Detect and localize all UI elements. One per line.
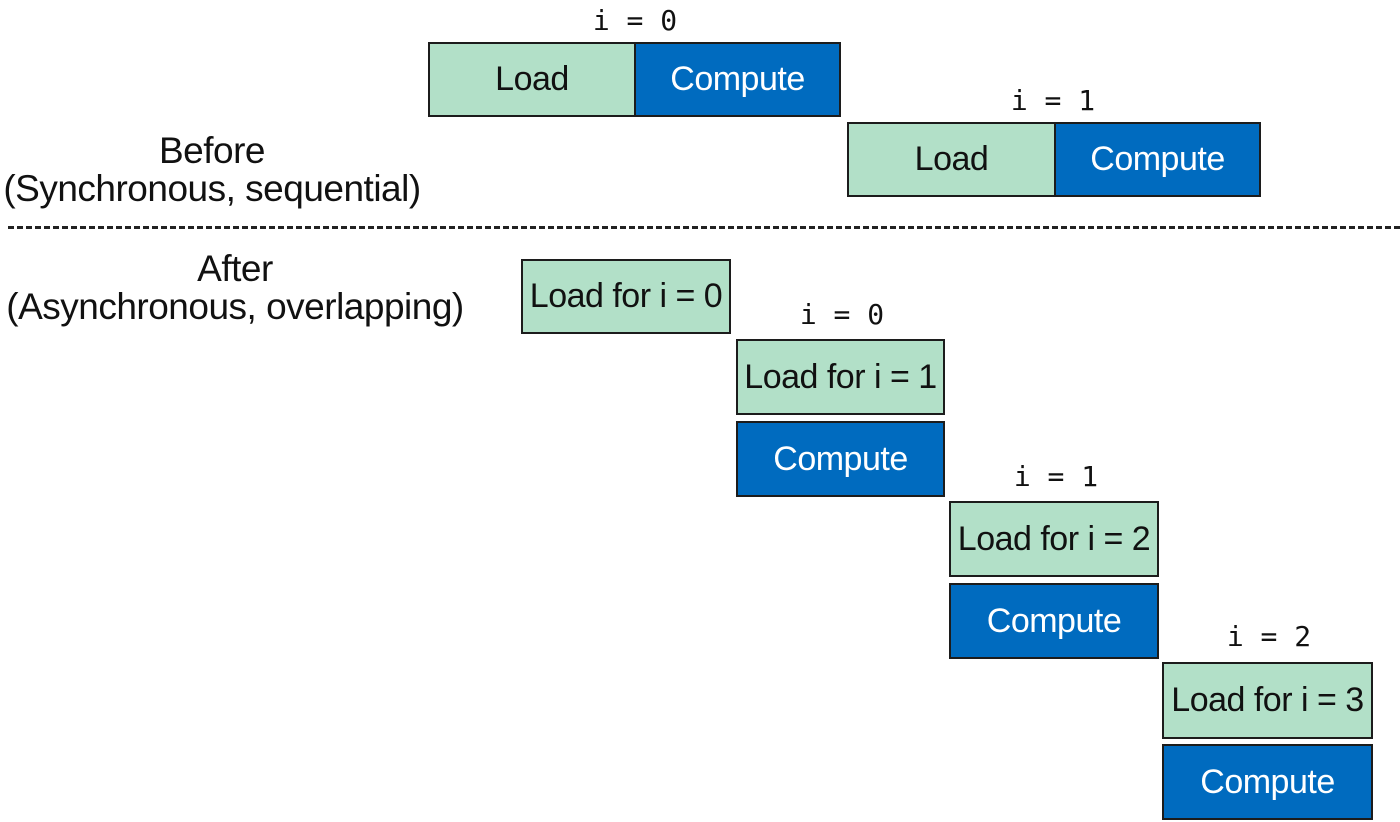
- after-iteration-0-label: i = 0: [799, 298, 885, 331]
- before-section-label: Before (Synchronous, sequential): [0, 132, 424, 208]
- after-compute-box-0: Compute: [736, 421, 945, 497]
- before-iteration-0-label: i = 0: [592, 4, 678, 37]
- after-load-box-2: Load for i = 3: [1162, 662, 1373, 739]
- before-compute-box-0: Compute: [634, 42, 841, 117]
- section-divider: [8, 226, 1400, 229]
- after-subtitle: (Asynchronous, overlapping): [6, 286, 464, 327]
- after-iteration-1-label: i = 1: [1013, 460, 1099, 493]
- before-subtitle: (Synchronous, sequential): [3, 168, 421, 209]
- after-iteration-2-label: i = 2: [1226, 620, 1312, 653]
- after-load-box-0: Load for i = 1: [736, 339, 945, 415]
- before-compute-box-1: Compute: [1054, 122, 1261, 197]
- after-compute-box-1: Compute: [949, 583, 1159, 659]
- after-load-box-1: Load for i = 2: [949, 501, 1159, 577]
- after-title: After: [197, 248, 273, 289]
- before-iteration-1-label: i = 1: [1010, 84, 1096, 117]
- before-title: Before: [158, 130, 266, 171]
- after-prologue-load-box: Load for i = 0: [521, 259, 731, 334]
- before-load-box-0: Load: [428, 42, 636, 117]
- after-compute-box-2: Compute: [1162, 744, 1373, 820]
- before-load-box-1: Load: [847, 122, 1056, 197]
- after-section-label: After (Asynchronous, overlapping): [0, 250, 470, 326]
